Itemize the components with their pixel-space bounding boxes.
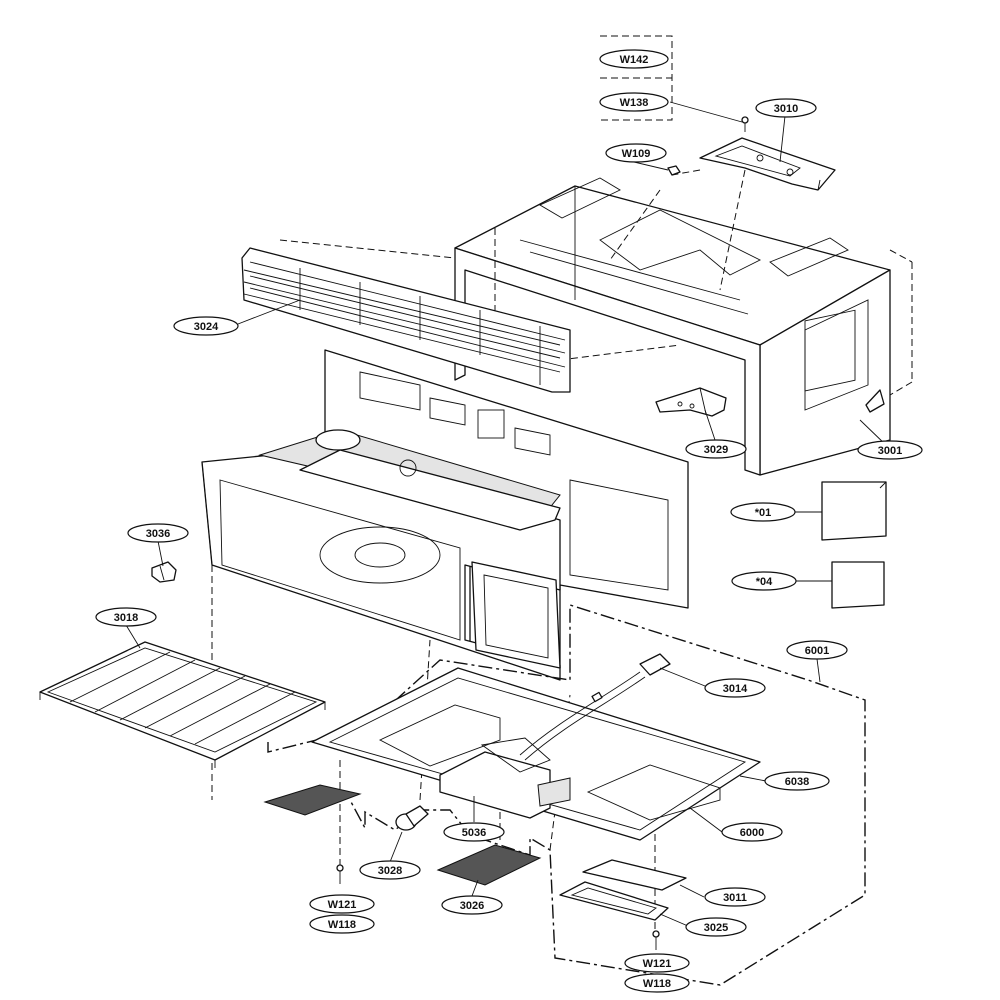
- label-01: *01: [730, 502, 796, 522]
- part-01-manual: [821, 481, 887, 541]
- svg-text:W121: W121: [643, 958, 672, 970]
- part-04-accessory: [831, 561, 885, 609]
- svg-text:5036: 5036: [462, 827, 486, 839]
- svg-text:3014: 3014: [723, 683, 748, 695]
- label-04: *04: [731, 571, 797, 591]
- svg-text:3026: 3026: [460, 900, 484, 912]
- part-3014-wire-harness: [519, 653, 671, 761]
- svg-text:6001: 6001: [805, 645, 829, 657]
- label-W138: W138: [599, 92, 669, 112]
- label-6000: 6000: [721, 822, 783, 842]
- svg-text:W118: W118: [643, 978, 671, 990]
- svg-text:6038: 6038: [785, 776, 809, 788]
- svg-text:W121: W121: [328, 899, 357, 911]
- part-filter-left: [263, 784, 362, 816]
- svg-text:*04: *04: [756, 576, 773, 588]
- svg-text:3028: 3028: [378, 865, 402, 877]
- svg-text:6000: 6000: [740, 827, 764, 839]
- label-3014: 3014: [704, 678, 766, 698]
- label-W121-left: W121: [309, 894, 375, 914]
- label-3026: 3026: [441, 895, 503, 915]
- label-6038: 6038: [764, 771, 830, 791]
- label-3036: 3036: [127, 523, 189, 543]
- label-W121-right: W121: [624, 953, 690, 973]
- label-W142: W142: [599, 49, 669, 69]
- svg-text:3010: 3010: [774, 103, 798, 115]
- svg-text:3029: 3029: [704, 444, 728, 456]
- label-W118-left: W118: [309, 914, 375, 934]
- label-W109: W109: [605, 143, 667, 163]
- part-3028-lamp: [395, 805, 429, 831]
- part-5036-bracket: [439, 737, 571, 819]
- svg-text:W138: W138: [620, 97, 649, 109]
- label-3029: 3029: [685, 439, 747, 459]
- screw-w121-right: [652, 930, 660, 950]
- label-W118-right: W118: [624, 973, 690, 993]
- label-3024: 3024: [173, 316, 239, 336]
- part-3011-lens: [582, 859, 687, 891]
- svg-text:3011: 3011: [723, 892, 747, 904]
- part-3001-outer-cabinet: [454, 177, 891, 476]
- part-3025-lamp-cover: [559, 881, 669, 921]
- screw-option-box: [600, 35, 673, 121]
- screw-w121-left: [336, 864, 344, 884]
- part-3026-filter: [436, 844, 542, 886]
- label-6001: 6001: [786, 640, 848, 660]
- label-3018: 3018: [95, 607, 157, 627]
- svg-text:*01: *01: [755, 507, 772, 519]
- svg-text:3018: 3018: [114, 612, 138, 624]
- part-3024-vent-grille: [241, 247, 571, 393]
- svg-text:3001: 3001: [878, 445, 902, 457]
- svg-text:W118: W118: [328, 919, 356, 931]
- label-3025: 3025: [685, 917, 747, 937]
- svg-text:3024: 3024: [194, 321, 219, 333]
- part-3018-wire-rack: [39, 641, 326, 768]
- leader-lines: [125, 101, 889, 927]
- svg-text:3025: 3025: [704, 922, 728, 934]
- svg-text:W142: W142: [620, 54, 649, 66]
- part-3029-bracket: [655, 387, 727, 417]
- label-3028: 3028: [359, 860, 421, 880]
- label-5036: 5036: [443, 822, 505, 842]
- label-3001: 3001: [857, 440, 923, 460]
- label-3010: 3010: [755, 98, 817, 118]
- inner-cavity-assembly: [201, 349, 689, 681]
- svg-text:W109: W109: [622, 148, 651, 160]
- part-3010-top-bracket: [699, 116, 836, 191]
- label-3011: 3011: [704, 887, 766, 907]
- part-3036-latch: [151, 561, 177, 583]
- screw-w109: [667, 165, 681, 176]
- svg-text:3036: 3036: [146, 528, 170, 540]
